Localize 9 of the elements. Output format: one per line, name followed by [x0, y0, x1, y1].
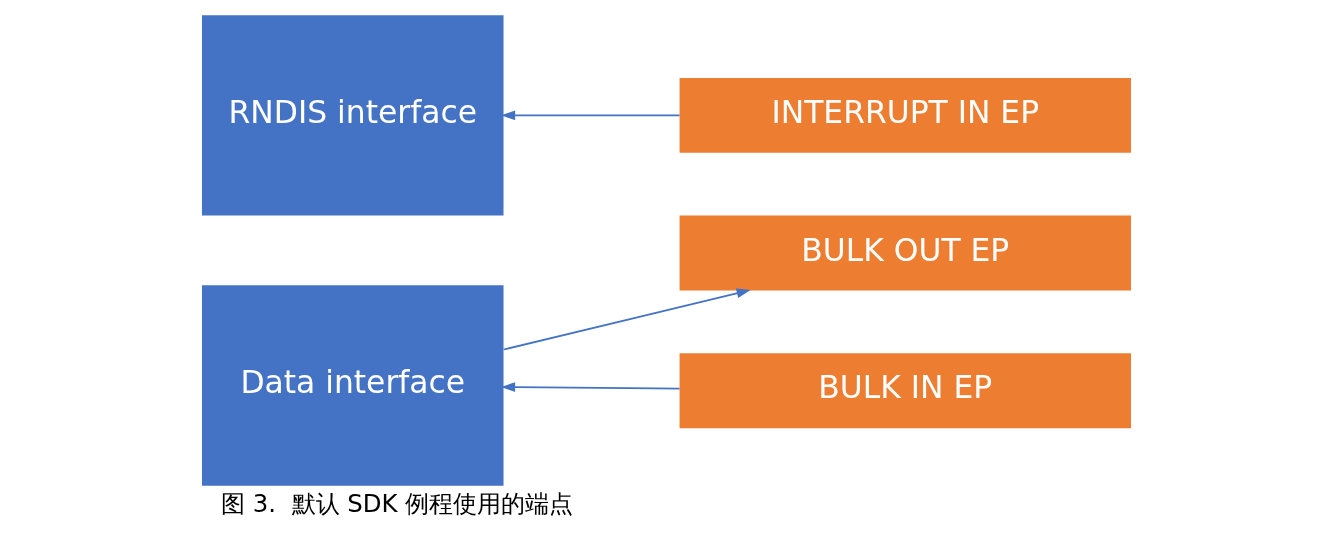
node-box: INTERRUPT IN EP: [679, 77, 1132, 153]
node-box: RNDIS interface: [201, 15, 504, 216]
arrow: [502, 288, 751, 351]
node-box: Data interface: [201, 285, 504, 486]
arrow: [501, 382, 681, 392]
node-box: BULK OUT EP: [679, 215, 1132, 291]
node-box: BULK IN EP: [679, 353, 1132, 429]
arrow: [501, 110, 681, 121]
caption: 图 3. 默认 SDK 例程使用的端点: [221, 489, 574, 519]
